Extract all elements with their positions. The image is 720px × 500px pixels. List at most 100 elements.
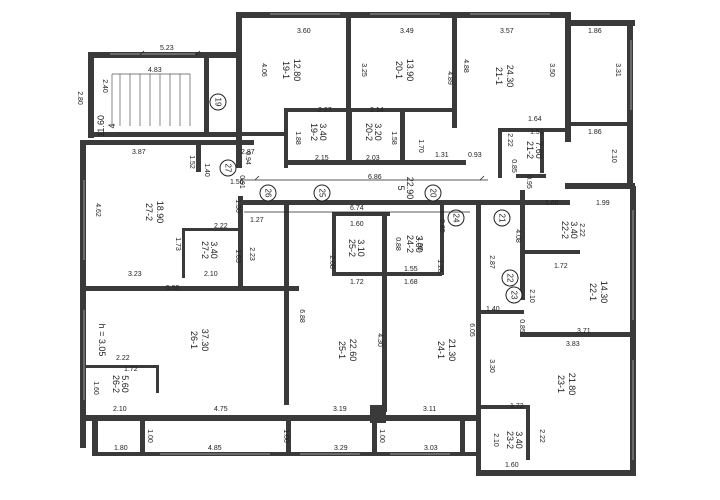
- dimension-label: 6.88: [298, 309, 305, 323]
- room-number: 24-2: [405, 235, 415, 253]
- circle-markers: 19 27 26 25 20 24 21 22 23: [209, 93, 523, 304]
- dimension-label: 1.72: [554, 263, 568, 270]
- room-number: 5: [396, 185, 406, 190]
- wall: [565, 122, 633, 126]
- marker-circle: [313, 184, 331, 202]
- wall: [182, 228, 185, 278]
- stairs: [111, 73, 191, 126]
- dimension-label: 3.29: [334, 445, 348, 452]
- room-area: 22.90: [405, 177, 415, 200]
- dimension-label: 2.10: [113, 406, 127, 413]
- dimension-label: 1.80: [114, 445, 128, 452]
- ceiling-height-note: h = 3.05: [97, 324, 107, 357]
- dimension-label: 1.51: [530, 129, 544, 136]
- dimension-label: 3.71: [577, 328, 591, 335]
- dimension-label: 1.40: [486, 306, 500, 313]
- windows: [83, 13, 634, 460]
- wall: [284, 108, 454, 112]
- marker-circle: [501, 269, 519, 287]
- wall: [452, 18, 457, 128]
- dimension-label: 2.22: [538, 429, 545, 443]
- dimension-label: 2.22: [214, 223, 228, 230]
- room-number: 27-2: [144, 203, 154, 221]
- dimension-label: 3.60: [297, 28, 311, 35]
- room-area: 13.90: [405, 59, 415, 82]
- dimension-label: 1.00: [282, 429, 289, 443]
- dimension-label: 4.85: [208, 445, 222, 452]
- wall: [520, 190, 525, 300]
- dimension-label: 1.86: [588, 28, 602, 35]
- marker-circle: [447, 209, 465, 227]
- room-area: 3.40: [514, 431, 524, 449]
- room-number: 19-2: [309, 123, 319, 141]
- dimension-label: 3.19: [333, 406, 347, 413]
- wall: [84, 286, 299, 291]
- dimension-label: 6.05: [468, 323, 475, 337]
- marker-circle: [493, 209, 511, 227]
- dimension-label: 1.40: [203, 163, 210, 177]
- dimension-label: 1.58: [390, 131, 397, 145]
- room-number: 26-2: [111, 375, 121, 393]
- dimension-label: 3.25: [360, 63, 367, 77]
- wall: [630, 186, 636, 476]
- wall: [286, 420, 291, 452]
- room-area: 3.40: [569, 221, 579, 239]
- wall: [140, 420, 145, 452]
- dimension-label: 1.60: [350, 221, 364, 228]
- dimension-label: 0.93: [468, 152, 482, 159]
- dimension-label: 2.15: [315, 155, 329, 162]
- wall: [332, 272, 442, 276]
- dimension-label: 4.06: [260, 63, 267, 77]
- dimension-label: 0.91: [238, 175, 245, 189]
- wall: [88, 52, 242, 58]
- tick: [479, 175, 485, 181]
- wall: [565, 20, 635, 26]
- room-number: 24-1: [436, 341, 446, 359]
- dimension-label: 0.95: [525, 175, 532, 189]
- dimension-label: 1.64: [528, 116, 542, 123]
- room-area: 18.90: [155, 201, 165, 224]
- room-area: 21.80: [567, 373, 577, 396]
- wall: [332, 212, 336, 274]
- wall: [236, 12, 571, 18]
- room-area: 3.00: [414, 235, 424, 253]
- wall: [182, 228, 238, 231]
- tick: [139, 50, 145, 56]
- dimension-ticks: [139, 50, 488, 213]
- room-area: 3.40: [209, 241, 219, 259]
- dimension-label: 5.55: [166, 285, 180, 292]
- dimension-label: 3.49: [400, 28, 414, 35]
- dimension-label: 2.80: [76, 91, 83, 105]
- wall: [92, 452, 480, 456]
- wall: [156, 365, 159, 393]
- wall: [370, 405, 386, 423]
- dimension-label: 2.87: [488, 255, 495, 269]
- dimension-label: 3.87: [132, 149, 146, 156]
- wall: [236, 12, 242, 66]
- dimension-label: 1.55: [404, 266, 418, 273]
- wall: [238, 196, 243, 288]
- wall: [476, 470, 636, 476]
- dimension-label: 1.73: [174, 237, 181, 251]
- wall: [480, 405, 530, 409]
- wall: [240, 200, 570, 205]
- wall: [476, 310, 524, 314]
- dimension-label: 2.14: [370, 107, 384, 114]
- wall: [526, 405, 530, 460]
- dimension-labels: 5.23 4.83 3.60 3.49 3.57 1.86 2.27 2.14 …: [76, 28, 621, 469]
- room-area: 11.60: [96, 115, 106, 137]
- marker-circle: [424, 184, 442, 202]
- dimension-label: 1.00: [378, 429, 385, 443]
- marker-label: 21: [498, 214, 507, 223]
- dimension-label: 2.87: [241, 149, 255, 156]
- dimension-label: 2.10: [492, 433, 499, 447]
- wall: [372, 420, 377, 452]
- room-number: 25-1: [337, 341, 347, 359]
- wall: [242, 132, 288, 136]
- dimension-label: 1.72: [510, 403, 524, 410]
- dimension-label: 5.23: [160, 45, 174, 52]
- wall: [204, 56, 209, 136]
- dimension-label: 1.27: [250, 217, 264, 224]
- wall: [80, 288, 86, 448]
- room-number: 21-1: [494, 67, 504, 85]
